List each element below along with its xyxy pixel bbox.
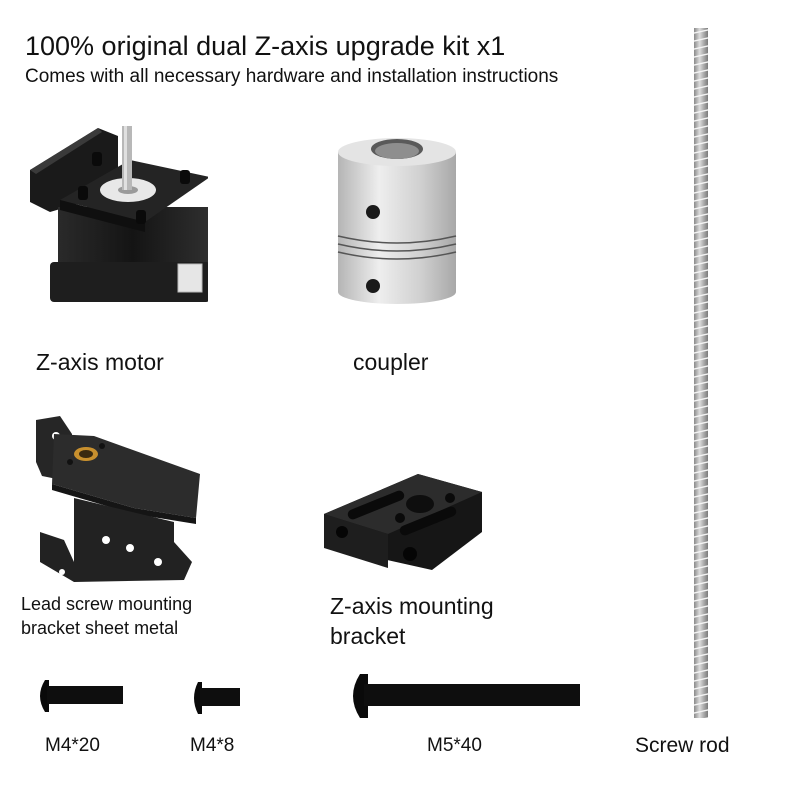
bolt-icon xyxy=(346,672,582,720)
stepper-motor-icon xyxy=(28,112,208,312)
screw-label-m4x20: M4*20 xyxy=(45,735,100,756)
page-title: 100% original dual Z-axis upgrade kit x1 xyxy=(25,31,506,61)
page-subtitle: Comes with all necessary hardware and in… xyxy=(25,66,559,87)
mounting-block-icon xyxy=(322,462,484,572)
threaded-rod-icon xyxy=(690,28,712,718)
z-bracket-label-line2: bracket xyxy=(330,623,406,649)
motor-label: Z-axis motor xyxy=(36,349,164,375)
screw-rod-label: Screw rod xyxy=(635,734,730,757)
z-bracket-label-line1: Z-axis mounting xyxy=(330,593,494,619)
screw-label-m5x40: M5*40 xyxy=(427,735,482,756)
shaft-coupler-icon xyxy=(334,132,460,307)
bolt-icon xyxy=(190,680,242,716)
coupler-label: coupler xyxy=(353,349,429,375)
lead-bracket-label-line1: Lead screw mounting xyxy=(21,594,193,614)
bolt-icon xyxy=(35,678,125,714)
screw-label-m4x8: M4*8 xyxy=(190,735,235,756)
sheet-metal-bracket-icon xyxy=(34,412,204,587)
lead-bracket-label-line2: bracket sheet metal xyxy=(21,618,179,638)
